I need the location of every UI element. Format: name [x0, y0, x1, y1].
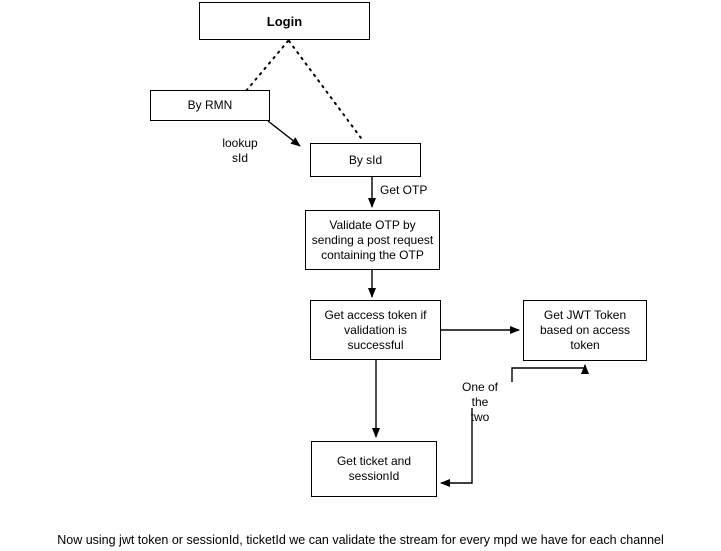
- node-validate-otp-label: Validate OTP by sending a post request c…: [311, 217, 434, 262]
- node-jwt-token-label: Get JWT Token based on access token: [539, 308, 631, 352]
- node-ticket[interactable]: Get ticket and sessionId: [311, 441, 437, 497]
- edge-label-lookup-sid: lookup sId: [222, 136, 258, 165]
- node-by-sid-label: By sId: [348, 152, 383, 167]
- node-jwt-token[interactable]: Get JWT Token based on access token: [523, 300, 647, 361]
- edge-login-to-by-sid: [288, 40, 365, 143]
- node-validate-otp[interactable]: Validate OTP by sending a post request c…: [305, 210, 440, 270]
- node-login-label: Login: [266, 13, 303, 29]
- node-ticket-label: Get ticket and sessionId: [336, 454, 412, 483]
- node-by-rmn[interactable]: By RMN: [150, 90, 270, 121]
- edge-one-of-two-to-jwt-token: [511, 364, 589, 382]
- edge-label-one-of-two: One of the two: [461, 380, 499, 424]
- edge-label-get-otp: Get OTP: [380, 183, 428, 197]
- edge-by-rmn-to-by-sid: [267, 120, 301, 147]
- edge-one-of-two-to-ticket: [440, 408, 473, 487]
- node-login[interactable]: Login: [199, 2, 370, 40]
- node-access-token-label: Get access token if validation is succes…: [324, 307, 427, 352]
- diagram-caption: Now using jwt token or sessionId, ticket…: [57, 533, 664, 547]
- node-by-sid[interactable]: By sId: [310, 143, 421, 177]
- node-access-token[interactable]: Get access token if validation is succes…: [310, 300, 441, 360]
- edge-login-to-by-rmn: [245, 40, 289, 92]
- node-by-rmn-label: By RMN: [187, 98, 233, 112]
